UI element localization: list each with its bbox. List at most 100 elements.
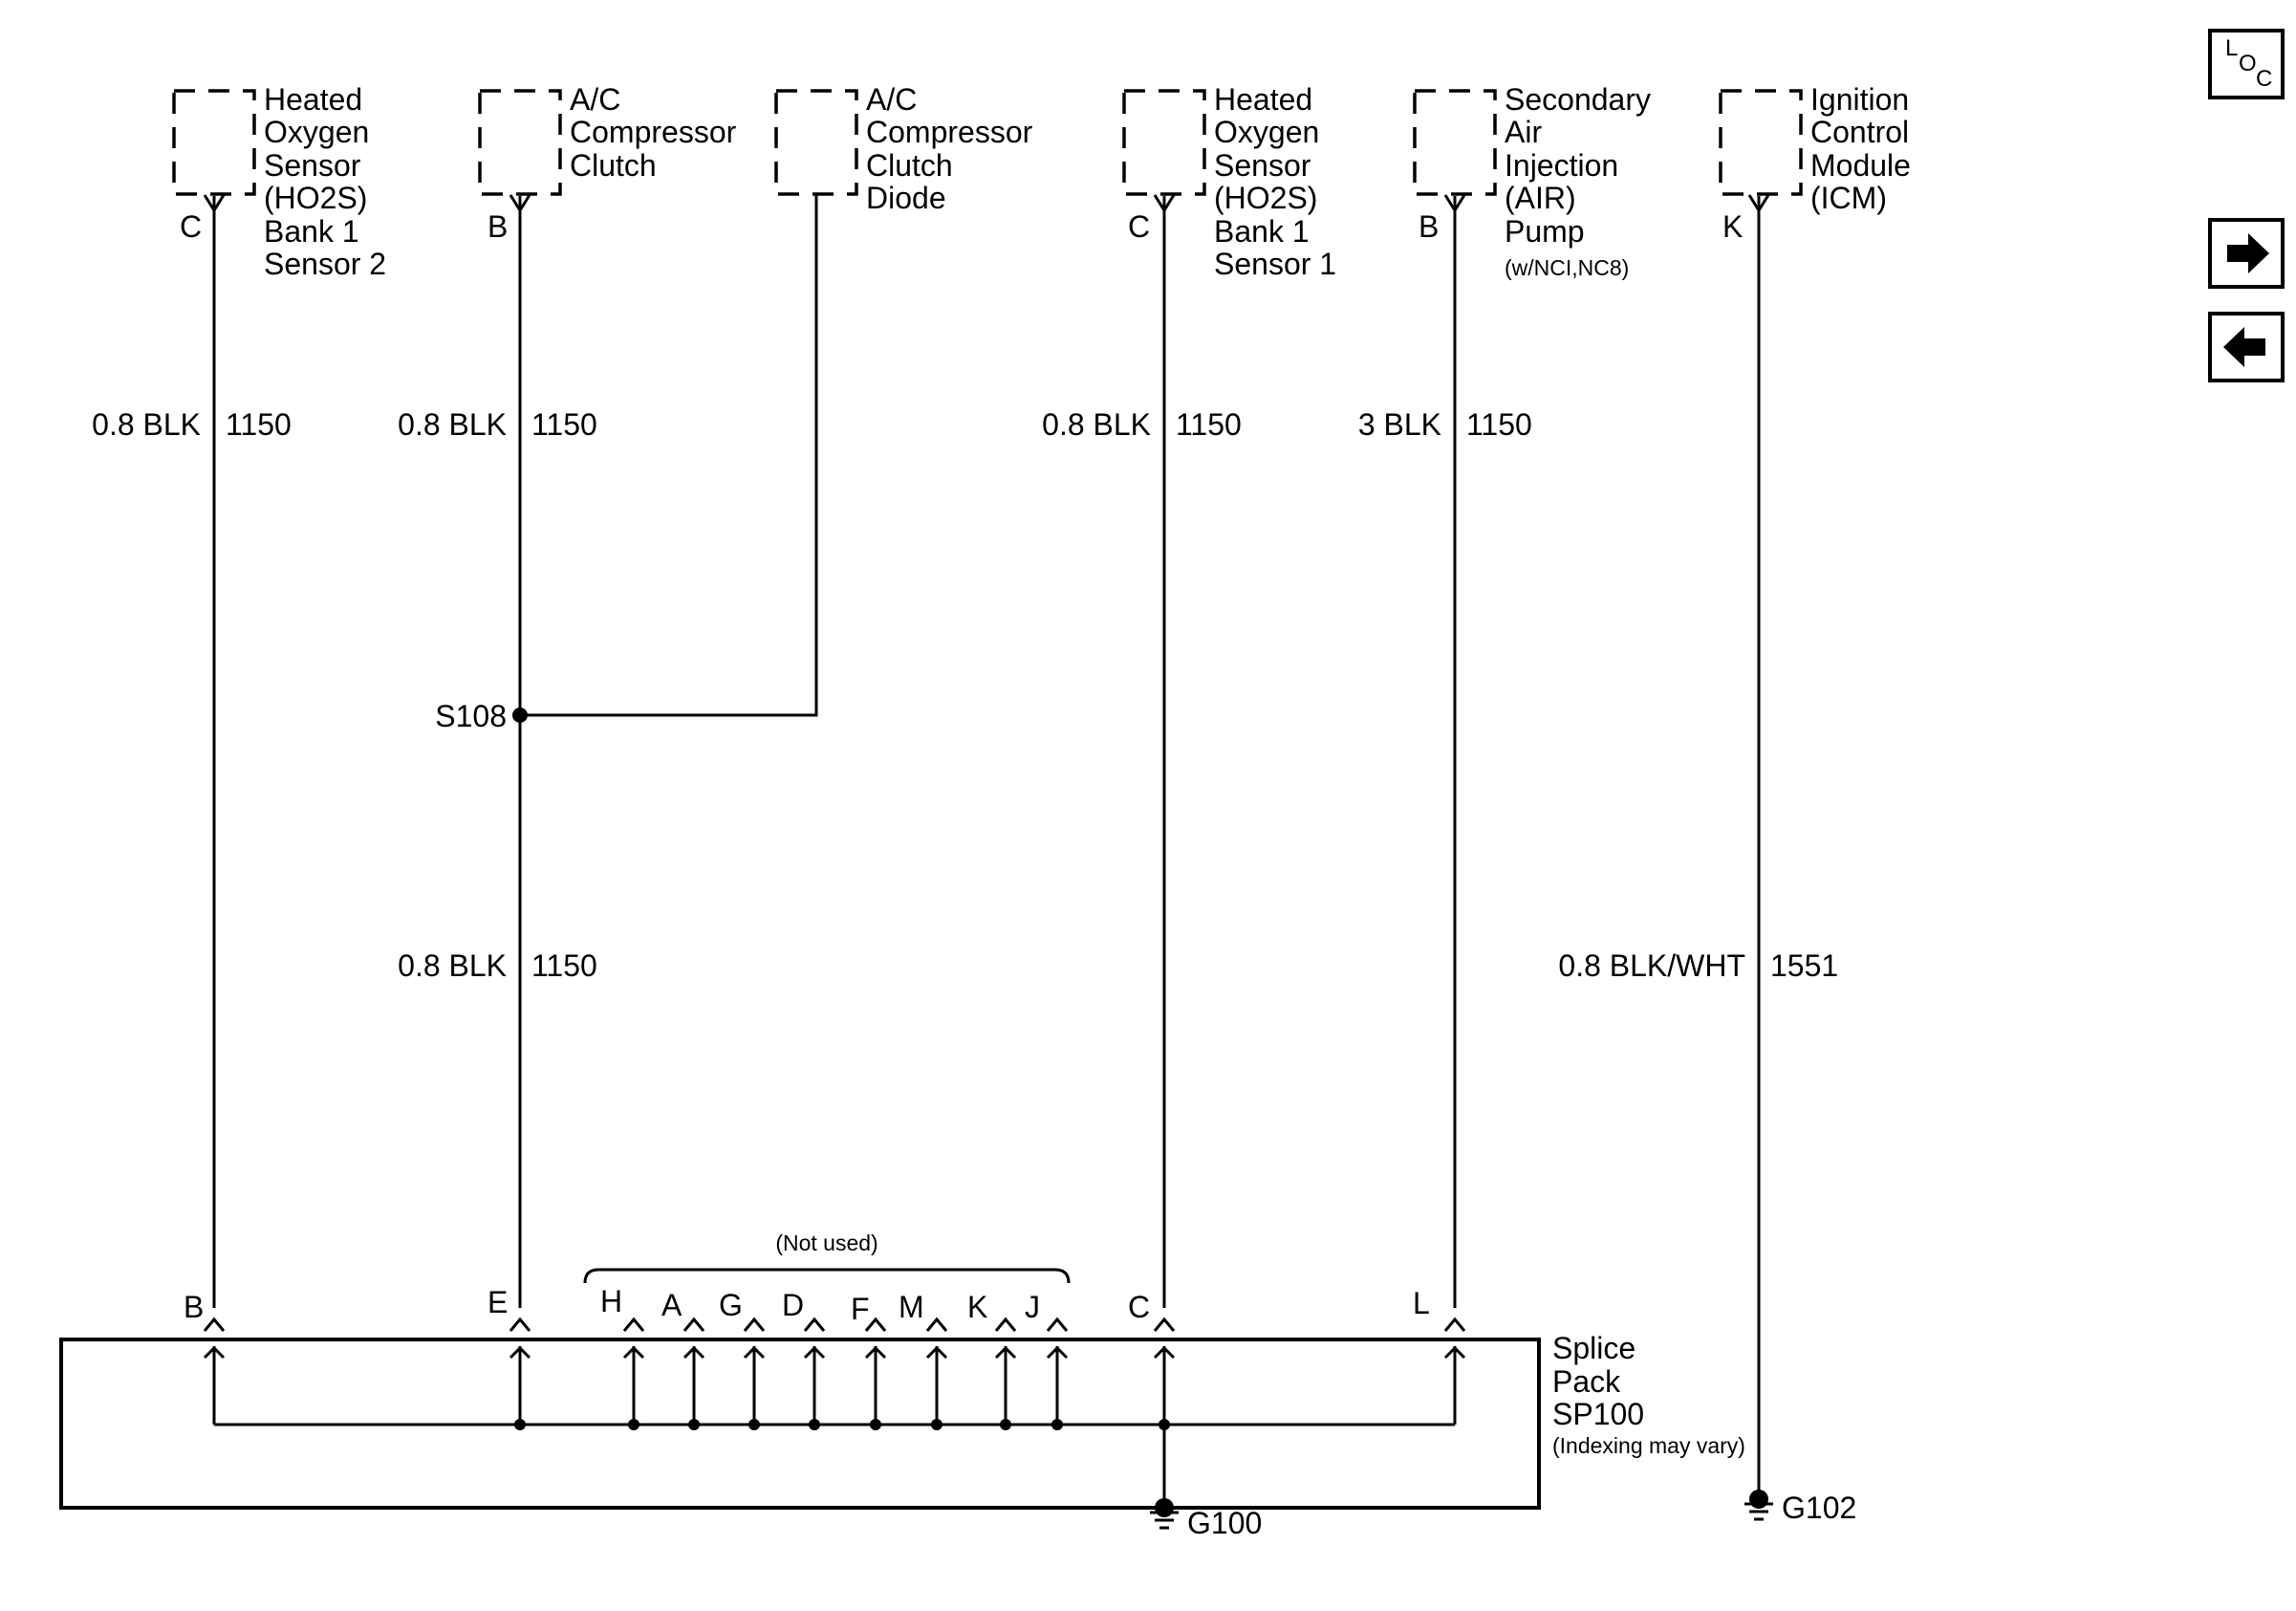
component-label: Oxygen bbox=[264, 115, 369, 149]
component-label: A/C bbox=[570, 82, 620, 117]
next-button[interactable] bbox=[2208, 218, 2285, 289]
ground-dot bbox=[1749, 1490, 1768, 1509]
wire-circuit: 1150 bbox=[226, 407, 292, 442]
ground-dot bbox=[1155, 1498, 1174, 1517]
pack-outer-carets bbox=[203, 1317, 1466, 1332]
wire-circuit: 1150 bbox=[531, 948, 597, 983]
loc-icon: C bbox=[2256, 66, 2272, 92]
component-ho2s-b1s1[interactable]: Heated Oxygen Sensor (HO2S) Bank 1 Senso… bbox=[1122, 82, 1336, 281]
loc-icon: O bbox=[2239, 51, 2257, 76]
pack-pin: G bbox=[719, 1288, 743, 1322]
loc-icon: L bbox=[2225, 35, 2238, 61]
arrow-right-icon bbox=[2227, 233, 2269, 273]
pack-inner-arrows bbox=[203, 1345, 1466, 1360]
prev-button[interactable] bbox=[2208, 312, 2285, 382]
pack-pin: D bbox=[782, 1288, 804, 1322]
component-label: Sensor bbox=[264, 148, 361, 183]
pack-pin: H bbox=[600, 1284, 622, 1318]
wire-circuit: 1551 bbox=[1770, 948, 1838, 983]
component-ac-diode[interactable]: A/C Compressor Clutch Diode bbox=[774, 82, 1033, 215]
component-label: Pump bbox=[1505, 214, 1585, 249]
component-label: Module bbox=[1810, 148, 1911, 183]
component-label: Injection bbox=[1505, 148, 1618, 183]
splice-pack-label: Splice bbox=[1552, 1331, 1635, 1365]
component-box bbox=[478, 89, 562, 196]
loc-button[interactable]: L O C bbox=[2208, 29, 2285, 99]
component-label: (HO2S) bbox=[1214, 181, 1317, 215]
splice-pack-note: (Indexing may vary) bbox=[1552, 1433, 1745, 1458]
component-label: Secondary bbox=[1505, 82, 1651, 117]
component-label: Clutch bbox=[866, 148, 953, 183]
ground-label: G100 bbox=[1187, 1506, 1262, 1540]
component-label: Heated bbox=[1214, 82, 1312, 117]
not-used-bracket: (Not used) bbox=[583, 1230, 1071, 1284]
component-air-pump[interactable]: Secondary Air Injection (AIR) Pump (w/NC… bbox=[1413, 82, 1651, 280]
not-used-label: (Not used) bbox=[775, 1230, 877, 1255]
wire-gauge: 0.8 BLK bbox=[398, 407, 507, 442]
wire-gauge: 3 BLK bbox=[1358, 407, 1441, 442]
pin-label: B bbox=[487, 209, 508, 244]
component-label: (ICM) bbox=[1810, 181, 1887, 215]
wire-gauge: 0.8 BLK bbox=[398, 948, 507, 983]
splice-label: S108 bbox=[435, 699, 507, 733]
component-label: Air bbox=[1505, 115, 1542, 149]
pack-pin: A bbox=[661, 1288, 682, 1322]
pack-pin: L bbox=[1413, 1286, 1430, 1320]
pack-pin: E bbox=[487, 1285, 508, 1319]
component-label: Bank 1 bbox=[264, 214, 359, 249]
pack-junctions bbox=[514, 1419, 1170, 1430]
wire-circuit: 1150 bbox=[531, 407, 597, 442]
arrow-left-icon bbox=[2223, 327, 2265, 367]
component-box bbox=[1122, 89, 1206, 196]
component-label: (AIR) bbox=[1505, 181, 1576, 215]
component-icm[interactable]: Ignition Control Module (ICM) K bbox=[1719, 82, 1911, 244]
wires bbox=[212, 194, 1761, 1499]
component-box bbox=[774, 89, 858, 196]
component-label: Sensor 2 bbox=[264, 247, 386, 281]
component-label: Heated bbox=[264, 82, 362, 117]
component-label: Compressor bbox=[570, 115, 737, 149]
wire-gauge: 0.8 BLK/WHT bbox=[1558, 948, 1745, 983]
wire-circuit: 1150 bbox=[1176, 407, 1242, 442]
component-label: A/C bbox=[866, 82, 917, 117]
ground-g100[interactable]: G100 bbox=[1150, 1498, 1262, 1540]
wire-labels: 0.8 BLK 1150 0.8 BLK 1150 0.8 BLK 1150 3… bbox=[92, 407, 1838, 983]
component-ac-clutch[interactable]: A/C Compressor Clutch B bbox=[478, 82, 737, 244]
component-label: Bank 1 bbox=[1214, 214, 1310, 249]
loc-button-box bbox=[2208, 29, 2285, 99]
pack-pin-labels: B E H A G D F M K J C L bbox=[184, 1284, 1430, 1326]
component-box bbox=[172, 89, 256, 196]
pack-pin: K bbox=[967, 1290, 987, 1324]
bracket-line bbox=[583, 1268, 1071, 1284]
splice-pack-sp100[interactable]: Splice Pack SP100 (Indexing may vary) bbox=[59, 1284, 1745, 1510]
pack-pin: B bbox=[184, 1290, 204, 1324]
pin-label: C bbox=[1128, 209, 1150, 244]
wire-gauge: 0.8 BLK bbox=[1042, 407, 1151, 442]
wire-ac-diode bbox=[520, 194, 818, 717]
wire-gauge: 0.8 BLK bbox=[92, 407, 201, 442]
splice-dot bbox=[512, 708, 528, 723]
ground-label: G102 bbox=[1782, 1491, 1856, 1525]
splice-pack-label: SP100 bbox=[1552, 1397, 1644, 1431]
component-label: Control bbox=[1810, 115, 1909, 149]
component-ho2s-b1s2[interactable]: Heated Oxygen Sensor (HO2S) Bank 1 Senso… bbox=[172, 82, 386, 281]
component-label: Oxygen bbox=[1214, 115, 1319, 149]
splice-s108[interactable]: S108 bbox=[435, 699, 528, 733]
component-label: Compressor bbox=[866, 115, 1033, 149]
ground-g102[interactable]: G102 bbox=[1744, 1490, 1856, 1525]
wire-circuit: 1150 bbox=[1466, 407, 1532, 442]
pack-pin: J bbox=[1025, 1290, 1040, 1324]
pack-pin: C bbox=[1128, 1290, 1150, 1324]
splice-pack-box bbox=[59, 1338, 1541, 1510]
splice-pack-label: Pack bbox=[1552, 1364, 1621, 1399]
component-label: Clutch bbox=[570, 148, 657, 183]
component-note: (w/NCI,NC8) bbox=[1505, 255, 1629, 280]
component-box bbox=[1719, 89, 1803, 196]
component-label: Diode bbox=[866, 181, 946, 215]
component-label: Sensor 1 bbox=[1214, 247, 1336, 281]
pin-label: B bbox=[1419, 209, 1439, 244]
component-box bbox=[1413, 89, 1497, 196]
pack-pin: F bbox=[851, 1292, 870, 1326]
component-label: Ignition bbox=[1810, 82, 1909, 117]
